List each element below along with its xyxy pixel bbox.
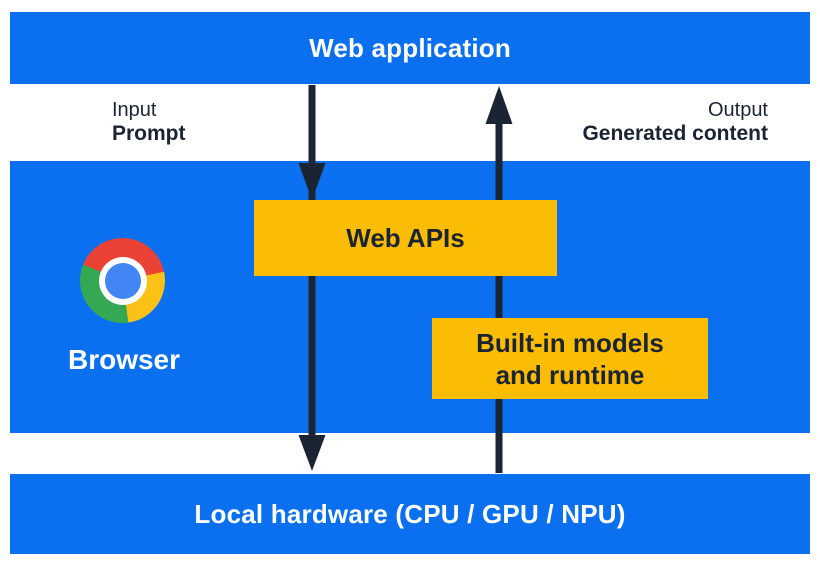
builtin-models-label-line1: Built-in models (476, 327, 664, 358)
web-application-layer: Web application (10, 12, 810, 84)
output-title: Output (707, 99, 768, 121)
local-hardware-layer: Local hardware (CPU / GPU / NPU) (10, 474, 810, 554)
input-label-group: Input Prompt (112, 99, 186, 146)
input-title: Input (112, 99, 157, 121)
chrome-logo-icon (80, 238, 165, 323)
web-apis-label: Web APIs (346, 222, 465, 253)
local-hardware-label: Local hardware (CPU / GPU / NPU) (194, 498, 626, 529)
builtin-models-label-line2: and runtime (495, 359, 645, 390)
output-value: Generated content (582, 122, 768, 145)
web-application-label: Web application (309, 32, 511, 63)
browser-label: Browser (67, 344, 181, 375)
chrome-logo-center (104, 262, 141, 299)
output-label-group: Output Generated content (582, 99, 768, 146)
input-value: Prompt (112, 122, 186, 145)
chrome-logo-ring (98, 256, 147, 305)
web-apis-box: Web APIs (254, 200, 557, 276)
builtin-models-box: Built-in models and runtime (432, 318, 708, 399)
